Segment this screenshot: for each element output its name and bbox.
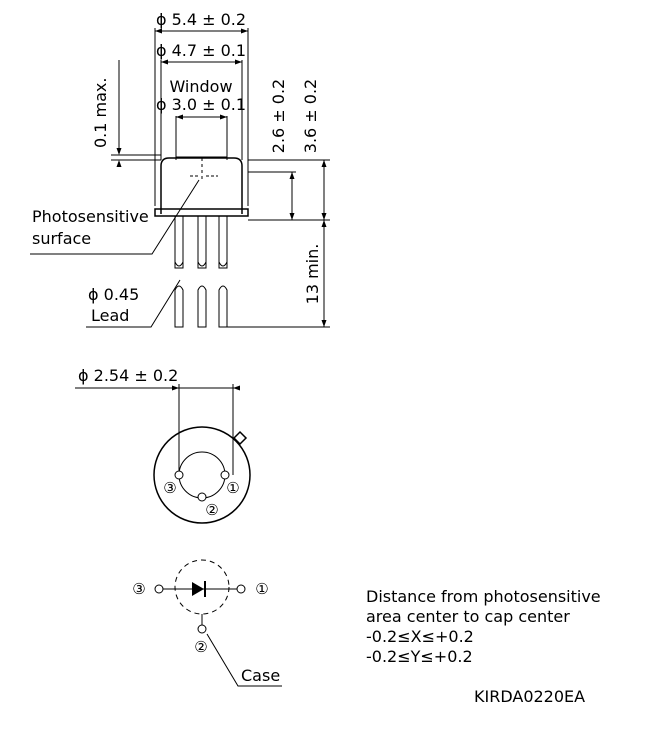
case-leader bbox=[206, 633, 282, 687]
lead-dia-label: ϕ 0.45 bbox=[88, 285, 139, 304]
pin1-hole bbox=[220, 470, 230, 480]
index-tab bbox=[232, 430, 248, 446]
photosensitive-label-line2: surface bbox=[32, 229, 91, 248]
photodiode-symbol bbox=[192, 582, 204, 596]
surface-height-label: 2.6 ± 0.2 bbox=[269, 79, 288, 153]
lead-length-label: 13 min. bbox=[303, 244, 322, 305]
bottom-pin1-label: ① bbox=[226, 479, 239, 497]
pin3-hole bbox=[174, 470, 184, 480]
cap-flange bbox=[154, 208, 249, 217]
case-label: Case bbox=[241, 666, 280, 685]
photosensitive-label-line1: Photosensitive bbox=[32, 207, 149, 226]
schematic-pin1-terminal bbox=[236, 584, 246, 594]
schematic-pin1-label: ① bbox=[255, 580, 268, 598]
photosensitive-leader bbox=[30, 179, 200, 255]
window-dia-label: ϕ 3.0 ± 0.1 bbox=[156, 95, 246, 114]
cap-outer-dia-label: ϕ 5.4 ± 0.2 bbox=[156, 10, 246, 29]
schematic-pin3-terminal bbox=[154, 584, 164, 594]
window-offset-label: 0.1 max. bbox=[91, 78, 110, 148]
drawing-code: KIRDA0220EA bbox=[474, 687, 586, 706]
case-outline bbox=[174, 559, 230, 615]
bottom-pin2-label: ② bbox=[205, 501, 218, 519]
pin2-hole bbox=[197, 492, 207, 502]
bottom-cap-outline bbox=[153, 426, 251, 524]
schematic-pin2-terminal bbox=[197, 624, 207, 634]
schematic-pin2-label: ② bbox=[194, 638, 207, 656]
note-line1: Distance from photosensitive bbox=[366, 587, 601, 606]
tolerance-note: Distance from photosensitive area center… bbox=[366, 587, 601, 667]
window-label: Window bbox=[169, 77, 232, 96]
side-view bbox=[30, 28, 330, 328]
schematic-pin3-label: ③ bbox=[132, 580, 145, 598]
cap-dia-label: ϕ 4.7 ± 0.1 bbox=[156, 41, 246, 60]
lead-label: Lead bbox=[91, 306, 129, 325]
pitch-dia-label: ϕ 2.54 ± 0.2 bbox=[78, 366, 178, 385]
note-line2: area center to cap center bbox=[366, 607, 570, 626]
lead-leader bbox=[86, 279, 181, 328]
note-line4: -0.2≤Y≤+0.2 bbox=[366, 647, 473, 666]
bottom-pin3-label: ③ bbox=[163, 479, 176, 497]
total-height-label: 3.6 ± 0.2 bbox=[301, 79, 320, 153]
bottom-view bbox=[75, 384, 251, 524]
bottom-window-outline bbox=[178, 451, 226, 499]
note-line3: -0.2≤X≤+0.2 bbox=[366, 627, 474, 646]
schematic bbox=[154, 559, 282, 687]
